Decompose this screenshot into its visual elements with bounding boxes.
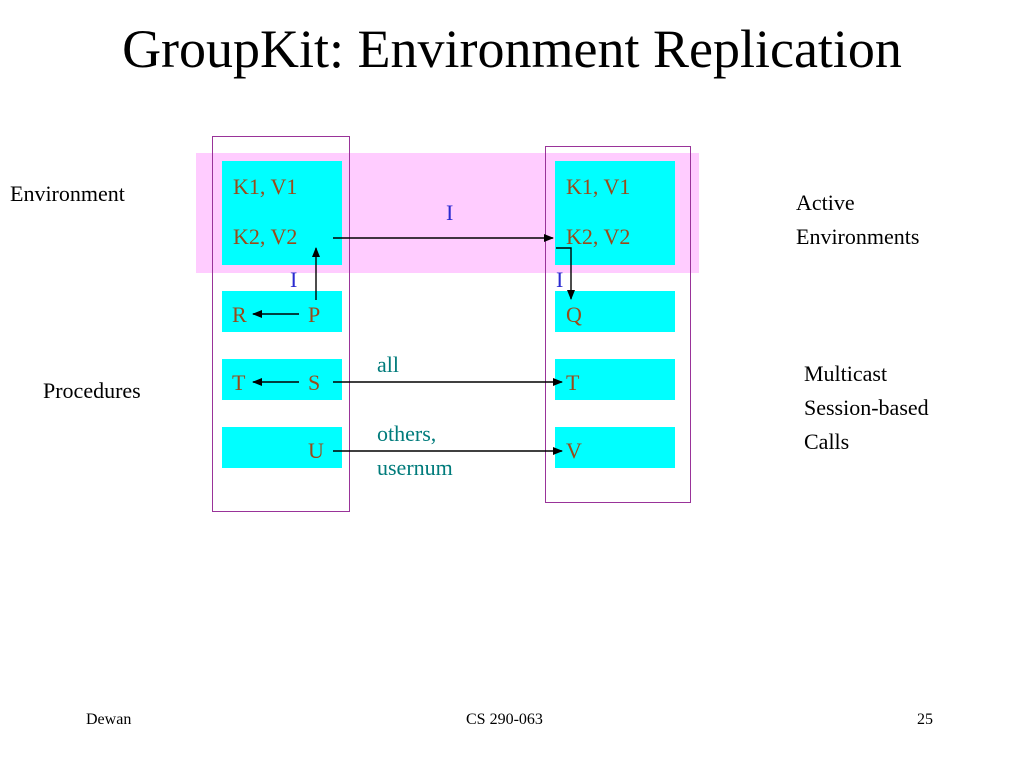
footer-page-number: 25	[917, 711, 933, 728]
procedure-p-label: P	[308, 302, 321, 327]
active-environments-label-1: Active	[796, 190, 855, 215]
right-procedure-box-t	[555, 359, 675, 400]
procedure-t-label-right: T	[566, 370, 580, 395]
right-procedure-box-q	[555, 291, 675, 332]
procedure-t-label-left: T	[232, 370, 246, 395]
multicast-label-1: Multicast	[804, 361, 888, 386]
procedure-v-label: V	[566, 438, 582, 463]
procedure-r-label: R	[232, 302, 247, 327]
right-env-entry-2: K2, V2	[566, 224, 631, 249]
right-i-mark: I	[556, 267, 564, 292]
left-procedure-box-ts	[222, 359, 342, 400]
left-environment-box	[222, 161, 342, 265]
left-replica-frame	[212, 136, 350, 512]
procedure-s-label: S	[308, 370, 321, 395]
right-env-entry-1: K1, V1	[566, 174, 631, 199]
call-others-label: others,	[377, 421, 437, 446]
procedure-q-label: Q	[566, 302, 582, 327]
multicast-label-3: Calls	[804, 429, 850, 454]
footer-author: Dewan	[86, 711, 132, 728]
multicast-label-2: Session-based	[804, 395, 929, 420]
center-i-mark: I	[446, 200, 454, 225]
left-env-entry-1: K1, V1	[233, 174, 298, 199]
right-environment-box	[555, 161, 675, 265]
procedures-label: Procedures	[43, 378, 141, 403]
footer-course: CS 290-063	[466, 711, 543, 728]
left-env-entry-2: K2, V2	[233, 224, 298, 249]
left-i-mark: I	[290, 267, 298, 292]
environment-label: Environment	[10, 181, 125, 206]
left-procedure-box-u	[222, 427, 342, 468]
active-environments-label-2: Environments	[796, 224, 920, 249]
right-replica-frame	[545, 146, 691, 503]
right-procedure-box-v	[555, 427, 675, 468]
call-usernum-label: usernum	[377, 455, 453, 480]
slide-title: GroupKit: Environment Replication	[122, 19, 902, 79]
left-procedure-box-rp	[222, 291, 342, 332]
call-all-label: all	[377, 352, 399, 377]
procedure-u-label: U	[308, 438, 324, 463]
